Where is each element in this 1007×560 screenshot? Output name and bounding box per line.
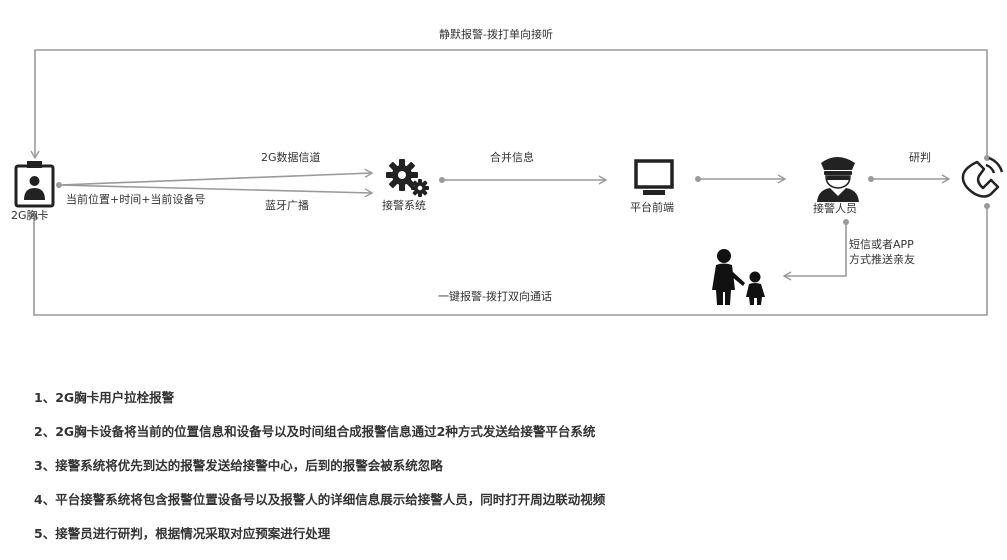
merge-label: 合并信息	[490, 151, 534, 164]
step-item: 3、接警系统将优先到达的报警发送给接警中心，后到的报警会被系统忽略	[34, 458, 443, 473]
badge-info-label: 当前位置+时间+当前设备号	[66, 193, 206, 206]
channel-bt-label: 蓝牙广播	[265, 199, 309, 212]
step-item: 5、接警员进行研判，根据情况采取对应预案进行处理	[34, 526, 331, 541]
operator-label: 接警人员	[813, 202, 857, 215]
channel-2g-label: 2G数据信道	[261, 151, 321, 164]
notify-label-line1: 短信或者APP	[849, 238, 914, 251]
platform-label: 平台前端	[630, 201, 674, 214]
gears-icon	[386, 159, 429, 197]
badge-label: 2G胸卡	[11, 209, 49, 222]
phone-icon	[961, 156, 1004, 198]
alarm-system-label: 接警系统	[382, 199, 426, 212]
monitor-icon	[634, 159, 674, 195]
step-item: 4、平台接警系统将包含报警位置设备号以及报警人的详细信息展示给接警人员，同时打开…	[34, 492, 606, 507]
operator-to-family-edge	[782, 219, 849, 281]
operator-to-phone-edge	[868, 174, 951, 184]
two-way-call-label: 一键报警-拨打双向通话	[438, 290, 552, 303]
two-way-call-loop	[29, 203, 990, 316]
process-steps: 1、2G胸卡用户拉栓报警 2、2G胸卡设备将当前的位置信息和设备号以及时间组合成…	[34, 390, 605, 560]
notify-label-line2: 方式推送亲友	[849, 253, 915, 266]
step-item: 2、2G胸卡设备将当前的位置信息和设备号以及时间组合成报警信息通过2种方式发送给…	[34, 424, 596, 439]
badge-icon	[14, 161, 55, 208]
system-to-platform-edge	[439, 175, 608, 185]
platform-to-operator-edge	[695, 174, 787, 184]
flow-diagram	[14, 49, 1004, 316]
step-item: 1、2G胸卡用户拉栓报警	[34, 390, 175, 405]
badge-to-system-edges	[56, 168, 374, 198]
silent-alarm-loop	[30, 49, 990, 161]
silent-alarm-label: 静默报警-拨打单向接听	[439, 28, 553, 41]
police-officer-icon	[817, 157, 859, 202]
family-icon	[712, 249, 765, 305]
judge-label: 研判	[909, 151, 931, 164]
